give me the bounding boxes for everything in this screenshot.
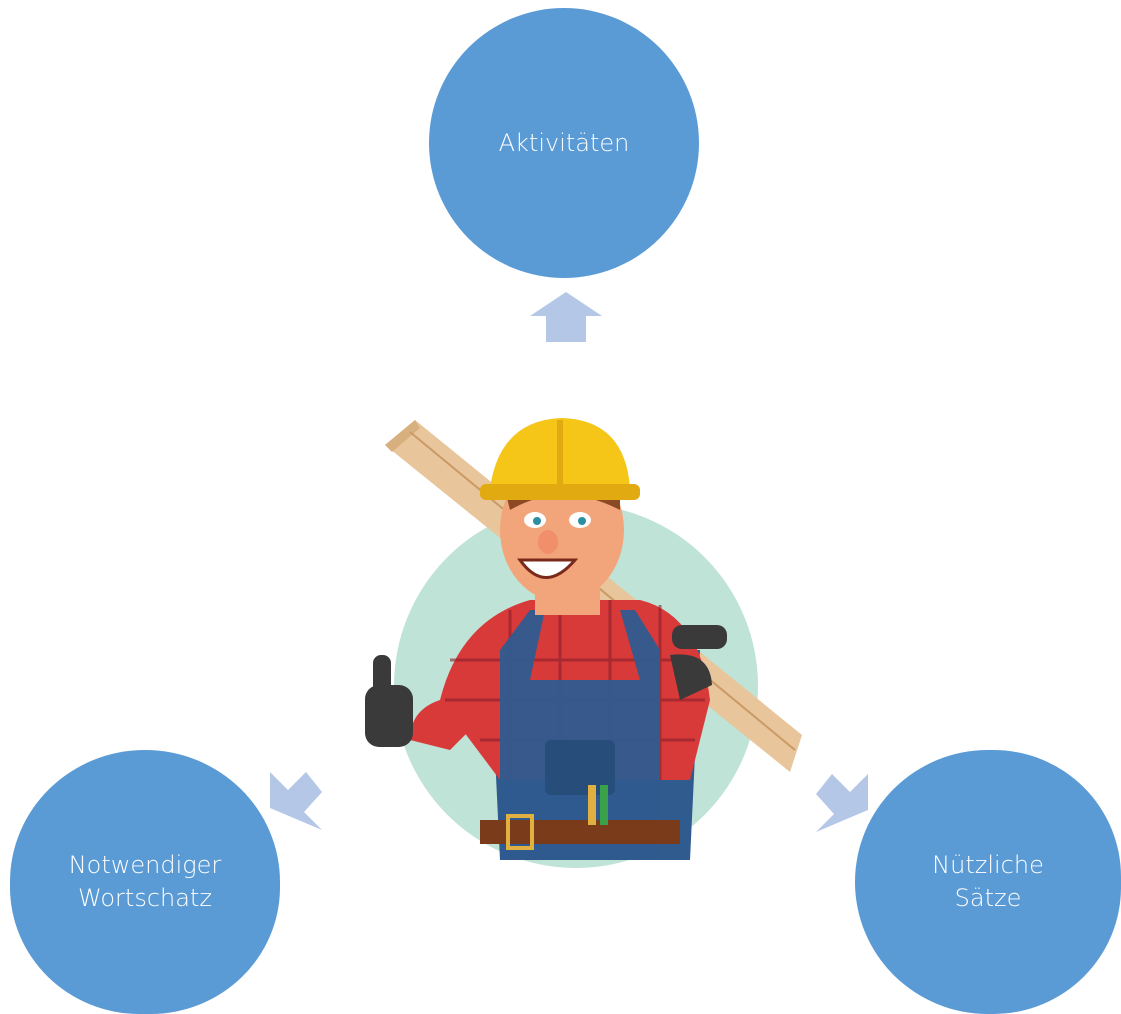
arrow-up-icon [530, 292, 602, 342]
node-aktivitaeten[interactable]: Aktivitäten [429, 8, 699, 278]
node-saetze-line1: Nützliche [932, 851, 1044, 879]
node-aktivitaeten-label: Aktivitäten [498, 128, 630, 157]
arrow-down-right-icon [816, 774, 868, 832]
arrow-down-left-icon [270, 772, 322, 830]
node-wortschatz-line1: Notwendiger [68, 851, 222, 879]
node-wortschatz[interactable]: Notwendiger Wortschatz [10, 750, 280, 1014]
node-saetze-line2: Sätze [954, 884, 1022, 912]
node-wortschatz-line2: Wortschatz [78, 884, 212, 912]
construction-worker-illustration [365, 418, 802, 868]
node-saetze[interactable]: Nützliche Sätze [855, 750, 1121, 1014]
